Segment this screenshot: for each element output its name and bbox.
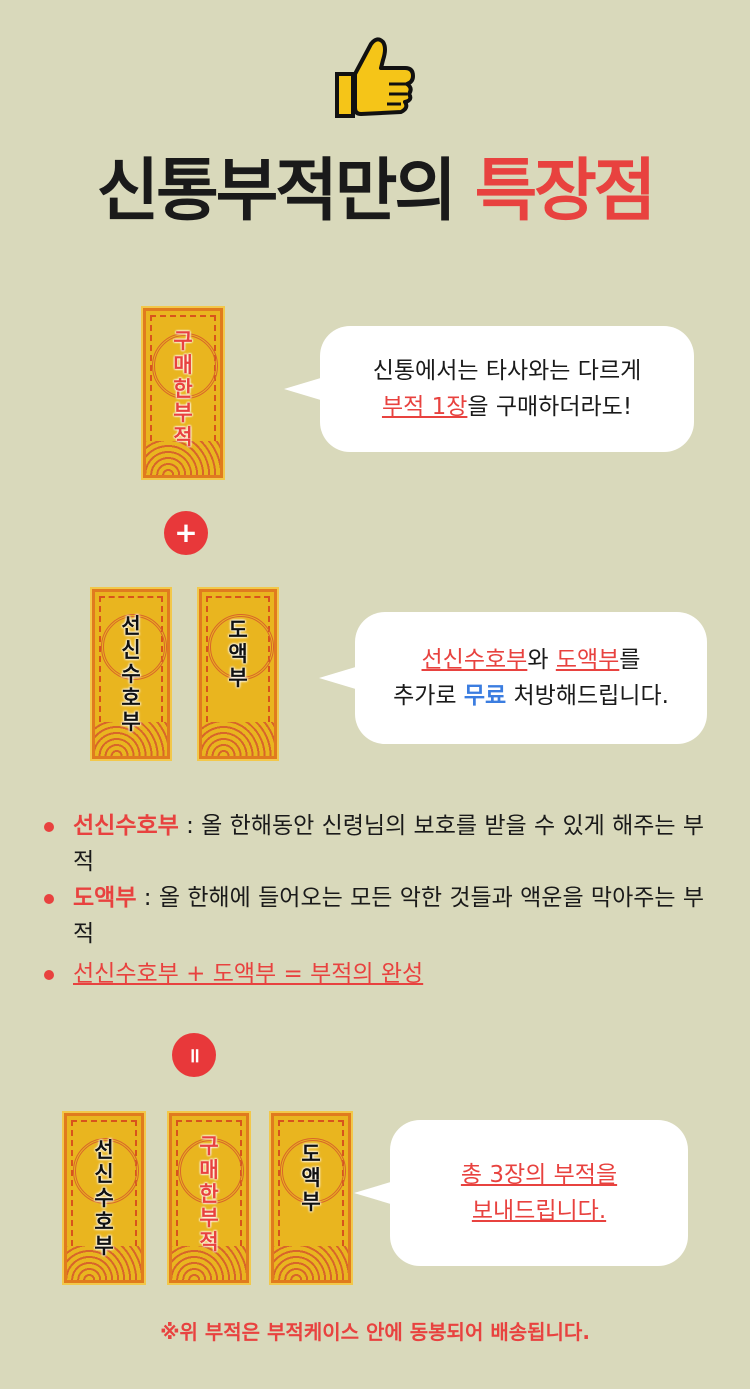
talisman-char: 호 [121, 686, 141, 710]
list-desc: : 올 한해에 들어오는 모든 악한 것들과 액운을 막아주는 부적 [73, 885, 705, 947]
plus-icon: + [164, 511, 208, 555]
bubble2-free: 무료 [463, 683, 507, 709]
thumbs-up-icon [335, 37, 415, 118]
talisman-char: 부 [173, 401, 193, 425]
talisman-char: 액 [228, 642, 248, 666]
talisman-char: 구 [173, 329, 193, 353]
bubble3-line1: 총 3장의 부적을 [460, 1162, 618, 1188]
bubble2-highlight-doaek: 도액부 [555, 647, 620, 673]
talisman-char: 매 [199, 1158, 219, 1182]
bubble3-line2: 보내드립니다. [471, 1198, 607, 1224]
bubble2-text: 를 [619, 647, 641, 673]
bubble2-highlight-seonsin: 선신수호부 [421, 647, 528, 673]
talisman-char: 부 [94, 1234, 114, 1258]
title-black: 신통부적만의 [96, 152, 457, 231]
title-red: 특장점 [474, 152, 657, 231]
talisman-char: 부 [301, 1190, 321, 1214]
equals-icon: ॥ [172, 1033, 216, 1077]
talisman-char: 한 [199, 1182, 219, 1206]
speech-bubble-3: 총 3장의 부적을 보내드립니다. [354, 1120, 688, 1266]
talisman-char: 부 [121, 710, 141, 734]
feature-list: 선신수호부 : 올 한해동안 신령님의 보호를 받을 수 있게 해주는 부적 도… [44, 808, 724, 992]
talisman-char: 부 [199, 1206, 219, 1230]
bubble1-line2: 을 구매하더라도! [467, 394, 633, 420]
talisman-char: 부 [228, 666, 248, 690]
bubble2-text: 추가로 [393, 683, 464, 709]
list-item: 도액부 : 올 한해에 들어오는 모든 악한 것들과 액운을 막아주는 부적 [44, 880, 724, 952]
talisman-char: 도 [301, 1142, 321, 1166]
bubble1-highlight: 부적 1장 [381, 394, 468, 420]
talisman-char: 신 [94, 1162, 114, 1186]
talisman-char: 한 [173, 377, 193, 401]
speech-bubble-2: 선신수호부와 도액부를 추가로 무료 처방해드립니다. [319, 612, 707, 744]
list-term: 도액부 [73, 885, 137, 911]
talisman-char: 액 [301, 1166, 321, 1190]
speech-bubble-1: 신통에서는 타사와는 다르게 부적 1장을 구매하더라도! [284, 326, 694, 452]
talisman-char: 신 [121, 638, 141, 662]
bubble2-text: 와 [527, 647, 556, 673]
talisman-char: 선 [121, 614, 141, 638]
talisman-char: 수 [94, 1186, 114, 1210]
talisman-char: 적 [173, 425, 193, 449]
list-desc: : 올 한해동안 신령님의 보호를 받을 수 있게 해주는 부적 [73, 813, 705, 875]
list-item: 선신수호부 : 올 한해동안 신령님의 보호를 받을 수 있게 해주는 부적 [44, 808, 724, 880]
page-title: 신통부적만의 특장점 [0, 135, 750, 234]
talisman-char: 선 [94, 1138, 114, 1162]
list-term: 선신수호부 [73, 813, 179, 839]
talisman-char: 수 [121, 662, 141, 686]
footer-note: ※위 부적은 부적케이스 안에 동봉되어 배송됩니다. [160, 1320, 590, 1344]
talisman-char: 도 [228, 618, 248, 642]
talisman-char: 호 [94, 1210, 114, 1234]
bubble2-text: 처방해드립니다. [506, 683, 669, 709]
talisman-char: 매 [173, 353, 193, 377]
bubble1-line1: 신통에서는 타사와는 다르게 [372, 358, 642, 384]
list-item-summary: 선신수호부 + 도액부 = 부적의 완성 [44, 956, 724, 992]
talisman-char: 적 [199, 1230, 219, 1254]
talisman-char: 구 [199, 1134, 219, 1158]
